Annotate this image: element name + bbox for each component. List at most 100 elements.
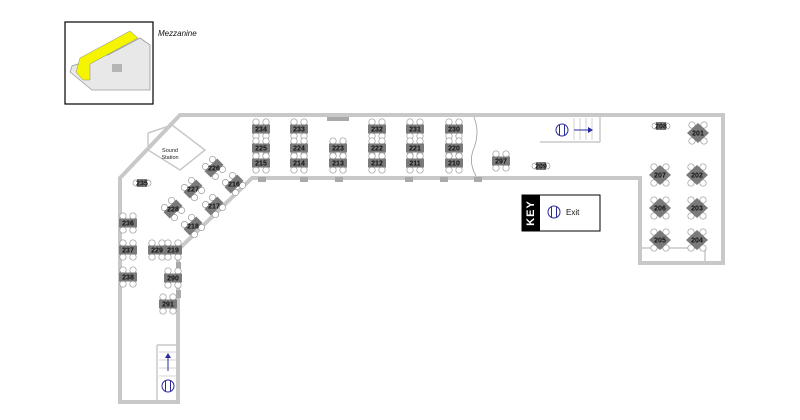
table-top [290, 124, 308, 134]
chair [174, 239, 182, 247]
table-number: 226 [208, 166, 220, 173]
table-number: 217 [208, 204, 220, 211]
table-207[interactable]: 207 [649, 163, 671, 187]
table-top [119, 245, 137, 255]
table-number: 225 [255, 146, 267, 153]
key-title-band [522, 195, 540, 231]
chair [300, 166, 308, 174]
outer-wall [118, 113, 725, 404]
table-number: 234 [255, 127, 267, 134]
chair [687, 179, 695, 187]
table-number: 221 [409, 146, 421, 153]
table-236[interactable]: 236 [119, 212, 137, 234]
table-number: 215 [255, 161, 267, 168]
table-number: 210 [448, 161, 460, 168]
chair [164, 267, 172, 275]
inset-mezzanine-highlight [75, 30, 139, 81]
table-212[interactable]: 212 [368, 152, 386, 174]
table-number: 233 [293, 127, 305, 134]
table-number: 237 [122, 248, 134, 255]
table-203[interactable]: 203 [686, 196, 708, 220]
pillar [258, 177, 266, 182]
table-291[interactable]: 291 [159, 293, 177, 315]
chair [455, 166, 463, 174]
table-top [406, 143, 424, 153]
wall-vent [327, 117, 349, 121]
table-number: 201 [692, 131, 704, 138]
chair [119, 253, 127, 261]
table-214[interactable]: 214 [290, 152, 308, 174]
table-top [686, 165, 708, 185]
chair [159, 307, 167, 315]
table-number: 216 [228, 182, 240, 189]
table-top [492, 156, 510, 166]
table-290[interactable]: 290 [164, 267, 182, 289]
sound-station-label-line2: Station [161, 155, 178, 161]
table-202[interactable]: 202 [686, 163, 708, 187]
table-235[interactable]: 235 [132, 179, 152, 188]
table-204[interactable]: 204 [686, 228, 708, 252]
chair [687, 212, 695, 220]
chair [252, 118, 260, 126]
table-top [445, 124, 463, 134]
chair [119, 226, 127, 234]
chair [290, 118, 298, 126]
pillar [335, 177, 343, 182]
table-233[interactable]: 233 [290, 118, 308, 140]
table-number: 208 [655, 124, 667, 131]
table-205[interactable]: 205 [649, 228, 671, 252]
chair [252, 166, 260, 174]
chair [252, 137, 260, 145]
chair [687, 163, 695, 171]
table-213[interactable]: 213 [329, 152, 347, 174]
table-210[interactable]: 210 [445, 152, 463, 174]
chair [300, 118, 308, 126]
chair [502, 150, 510, 158]
chair [329, 166, 337, 174]
chair [650, 244, 658, 252]
table-297[interactable]: 297 [492, 150, 510, 172]
table-230[interactable]: 230 [445, 118, 463, 140]
chair [368, 152, 376, 160]
pillar [300, 177, 308, 182]
table-229[interactable]: 229 [148, 239, 166, 261]
table-231[interactable]: 231 [406, 118, 424, 140]
table-215[interactable]: 215 [252, 152, 270, 174]
chair [290, 166, 298, 174]
table-209[interactable]: 209 [531, 162, 551, 171]
table-number: 230 [448, 127, 460, 134]
chair [687, 228, 695, 236]
table-206[interactable]: 206 [649, 196, 671, 220]
chair [129, 226, 137, 234]
table-top [649, 230, 671, 250]
table-237[interactable]: 237 [119, 239, 137, 261]
table-218[interactable]: 218 [179, 212, 206, 239]
table-top [204, 196, 224, 216]
table-top [445, 143, 463, 153]
table-216[interactable]: 216 [220, 170, 247, 197]
chair [445, 137, 453, 145]
table-number: 219 [167, 248, 179, 255]
table-228[interactable]: 228 [159, 195, 186, 222]
table-208[interactable]: 208 [651, 122, 671, 131]
table-219[interactable]: 219 [164, 239, 182, 261]
chair [378, 166, 386, 174]
chair [158, 239, 166, 247]
table-234[interactable]: 234 [252, 118, 270, 140]
chair [129, 266, 137, 274]
table-211[interactable]: 211 [406, 152, 424, 174]
table-238[interactable]: 238 [119, 266, 137, 288]
chair [129, 280, 137, 288]
table-232[interactable]: 232 [368, 118, 386, 140]
table-227[interactable]: 227 [179, 175, 206, 202]
table-top [183, 179, 203, 199]
table-217[interactable]: 217 [200, 192, 227, 219]
table-number: 220 [448, 146, 460, 153]
table-number: 228 [167, 207, 179, 214]
table-226[interactable]: 226 [200, 154, 227, 181]
chair [416, 166, 424, 174]
chair [169, 293, 177, 301]
chair [262, 137, 270, 145]
table-number: 202 [691, 173, 703, 180]
table-201[interactable]: 201 [687, 121, 709, 145]
